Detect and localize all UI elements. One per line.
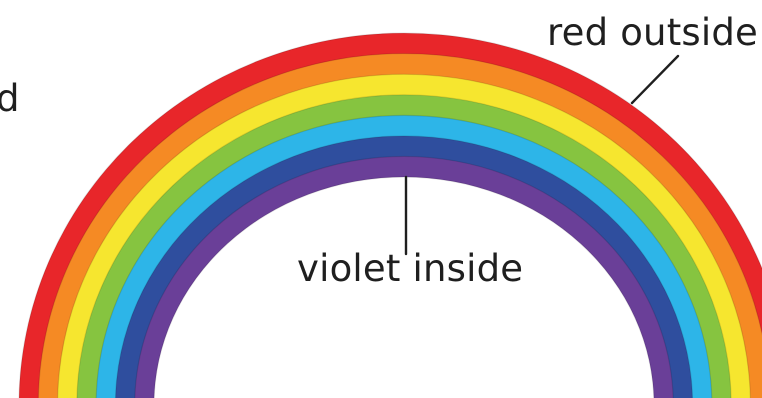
red-outside-label: red outside — [547, 14, 758, 51]
cut-off-label: d — [0, 80, 20, 117]
outside-pointer-line — [632, 56, 678, 103]
violet-inside-label: violet inside — [297, 250, 523, 287]
rainbow-arc — [19, 33, 762, 398]
